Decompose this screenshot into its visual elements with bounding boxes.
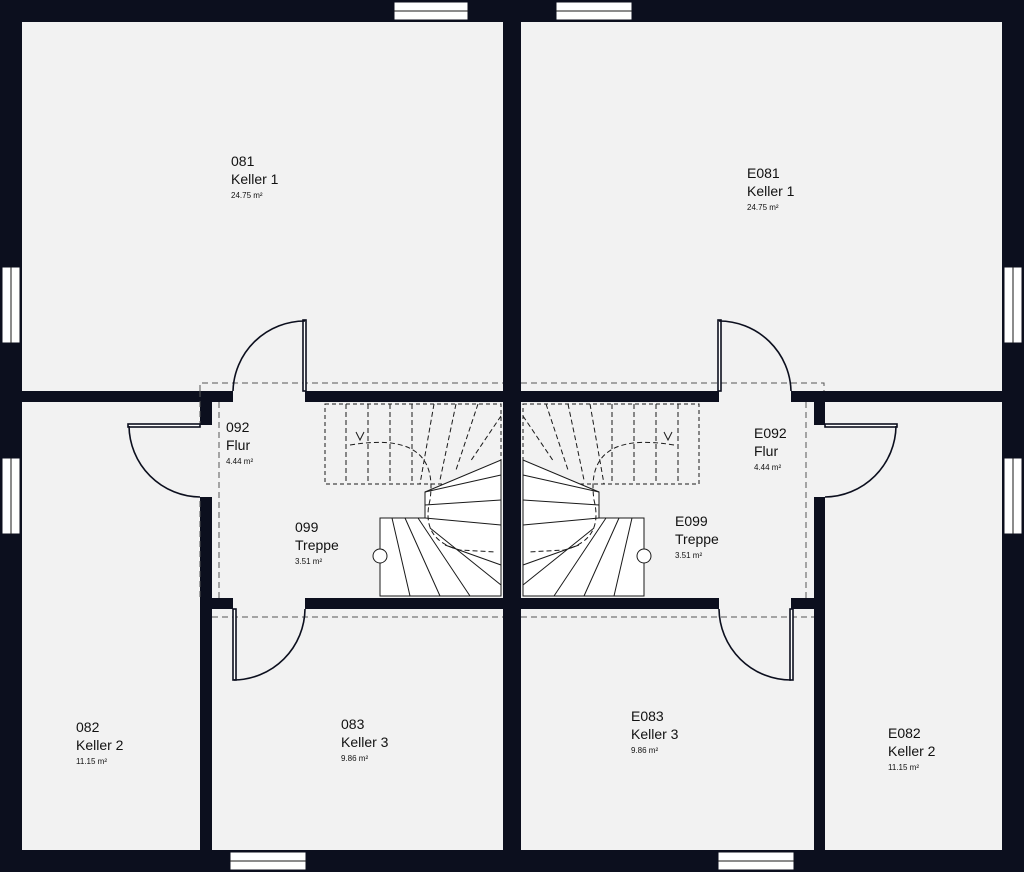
room-name: Keller 3 [631,725,679,742]
door-082[interactable] [127,423,216,498]
room-name: Keller 2 [888,742,936,759]
room-label-099: 099 Treppe 3.51 m² [295,519,339,567]
floor-082 [22,402,200,850]
staircase-right [522,403,700,597]
room-label-E092: E092 Flur 4.44 m² [754,425,787,473]
room-area: 24.75 m² [231,191,263,200]
room-id: 081 [231,153,255,169]
room-label-083: 083 Keller 3 9.86 m² [341,716,388,764]
room-name: Keller 3 [341,733,389,750]
dashed-outline [521,382,825,391]
room-name: Treppe [675,530,719,547]
staircase-left [324,403,502,597]
door-083[interactable] [232,595,306,681]
room-label-081: 081 Keller 1 24.75 m² [231,153,278,201]
room-id: E081 [747,165,780,181]
room-name: Keller 2 [76,736,124,753]
room-area: 24.75 m² [747,203,779,212]
room-label-E099: E099 Treppe 3.51 m² [675,513,719,561]
floor-E082 [825,402,1002,850]
floor-083 [212,609,503,850]
floor-E081 [521,22,1002,391]
room-area: 3.51 m² [295,557,323,566]
room-label-092: 092 Flur 4.44 m² [226,419,253,467]
room-name: Flur [754,442,779,459]
room-label-E081: E081 Keller 1 24.75 m² [747,165,794,213]
room-area: 3.51 m² [675,551,703,560]
room-name: Flur [226,436,251,453]
floor-E083 [521,609,814,850]
room-id: 083 [341,716,365,732]
room-id: 092 [226,419,250,435]
door-E082[interactable] [810,423,898,498]
room-id: 099 [295,519,319,535]
room-area: 11.15 m² [888,763,919,772]
room-label-E082: E082 Keller 2 11.15 m² [888,725,935,773]
room-area: 9.86 m² [631,746,659,755]
room-id: E099 [675,513,708,529]
floor-081 [22,22,503,391]
room-area: 11.15 m² [76,757,107,766]
door-E083[interactable] [718,595,794,681]
room-id: E083 [631,708,664,724]
dashed-outline [218,402,807,598]
room-label-082: 082 Keller 2 11.15 m² [76,719,123,767]
room-id: E092 [754,425,787,441]
room-area: 9.86 m² [341,754,369,763]
room-name: Keller 1 [747,182,795,199]
room-id: 082 [76,719,100,735]
room-label-E083: E083 Keller 3 9.86 m² [631,708,678,756]
door-081[interactable] [232,319,307,406]
room-name: Keller 1 [231,170,279,187]
room-name: Treppe [295,536,339,553]
door-E081[interactable] [717,319,792,406]
room-area: 4.44 m² [754,463,782,472]
room-id: E082 [888,725,921,741]
room-area: 4.44 m² [226,457,254,466]
